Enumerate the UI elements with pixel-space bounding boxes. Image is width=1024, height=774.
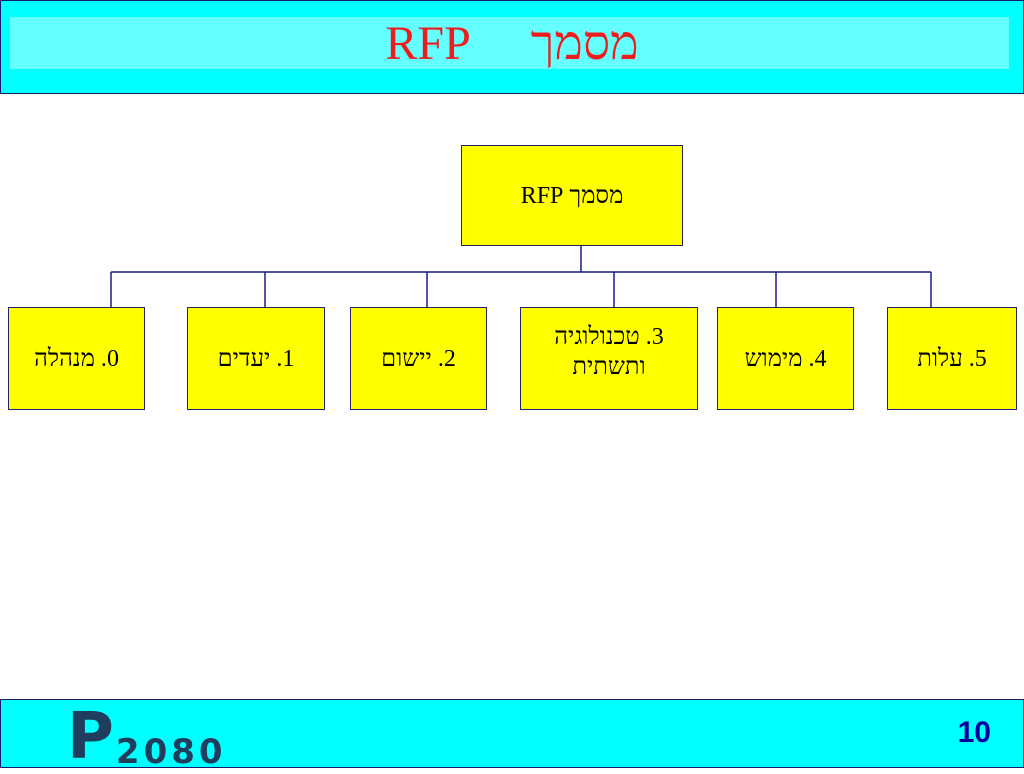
root-node: מסמך RFP — [461, 145, 683, 246]
footer-bar: P 2080 10 — [0, 699, 1024, 769]
node-technology-infrastructure: 3. טכנולוגיה ותשתית — [520, 307, 698, 410]
node-execution: 4. מימוש — [717, 307, 854, 410]
logo-letter: P — [67, 700, 114, 774]
slide-title: מסמך RFP — [385, 17, 639, 70]
page-number: 10 — [957, 716, 991, 749]
node-cost: 5. עלות — [887, 307, 1017, 410]
title-bar-highlight — [10, 17, 1009, 69]
node-goals: 1. יעדים — [187, 307, 325, 410]
node-implementation: 2. יישום — [350, 307, 487, 410]
node-administration: 0. מנהלה — [8, 307, 145, 410]
logo-number: 2080 — [115, 732, 227, 772]
p2080-logo: P 2080 — [67, 703, 227, 769]
title-bar — [0, 0, 1024, 94]
